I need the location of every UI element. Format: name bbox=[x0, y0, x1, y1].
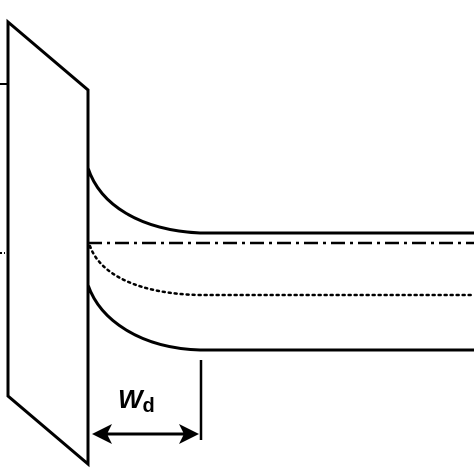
width-label-subscript: d bbox=[143, 395, 155, 417]
intrinsic-level-curve bbox=[88, 244, 474, 297]
arrow-head-right bbox=[179, 424, 199, 444]
width-label-main: W bbox=[118, 384, 145, 414]
interface-plate bbox=[6, 18, 90, 468]
valence-band-curve bbox=[86, 284, 474, 352]
conduction-band-curve bbox=[86, 167, 474, 235]
arrow-head-left bbox=[92, 424, 112, 444]
depletion-width-label: Wd bbox=[118, 384, 155, 417]
